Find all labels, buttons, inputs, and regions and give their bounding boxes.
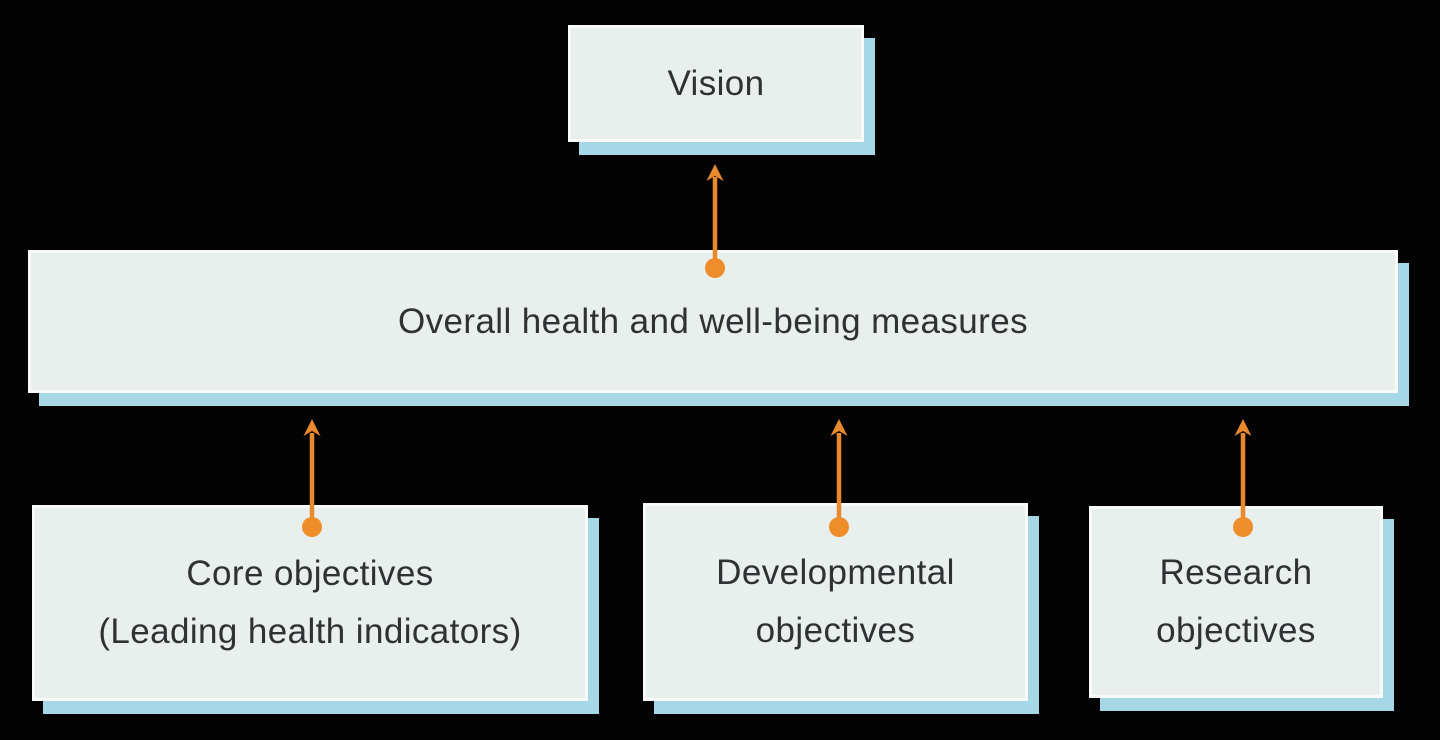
up-arrow-icon: [1233, 419, 1253, 537]
node-developmental-objectives-label-line1: Developmental: [716, 553, 955, 592]
up-arrow-icon: [302, 419, 322, 537]
node-research-objectives-label-line2: objectives: [1156, 611, 1316, 650]
node-vision-label: Vision: [667, 63, 765, 103]
node-developmental-objectives-label-line2: objectives: [755, 611, 916, 650]
up-arrow-icon: [829, 419, 849, 537]
up-arrow-icon: [705, 164, 725, 278]
arrow-developmental-to-measures: [827, 415, 851, 544]
node-research-objectives-label-line1: Research: [1159, 553, 1313, 592]
arrow-core-to-measures: [300, 415, 324, 544]
node-core-objectives: Core objectives (Leading health indicato…: [32, 505, 588, 701]
node-research-objectives: Research objectives: [1089, 506, 1383, 698]
node-core-objectives-label-line1: Core objectives: [186, 554, 434, 593]
arrow-research-to-measures: [1231, 415, 1255, 544]
arrow-measures-to-vision: [703, 163, 727, 284]
node-core-objectives-label-line2: (Leading health indicators): [98, 612, 522, 651]
node-overall-measures-label: Overall health and well-being measures: [398, 301, 1028, 341]
node-vision: Vision: [568, 25, 864, 142]
